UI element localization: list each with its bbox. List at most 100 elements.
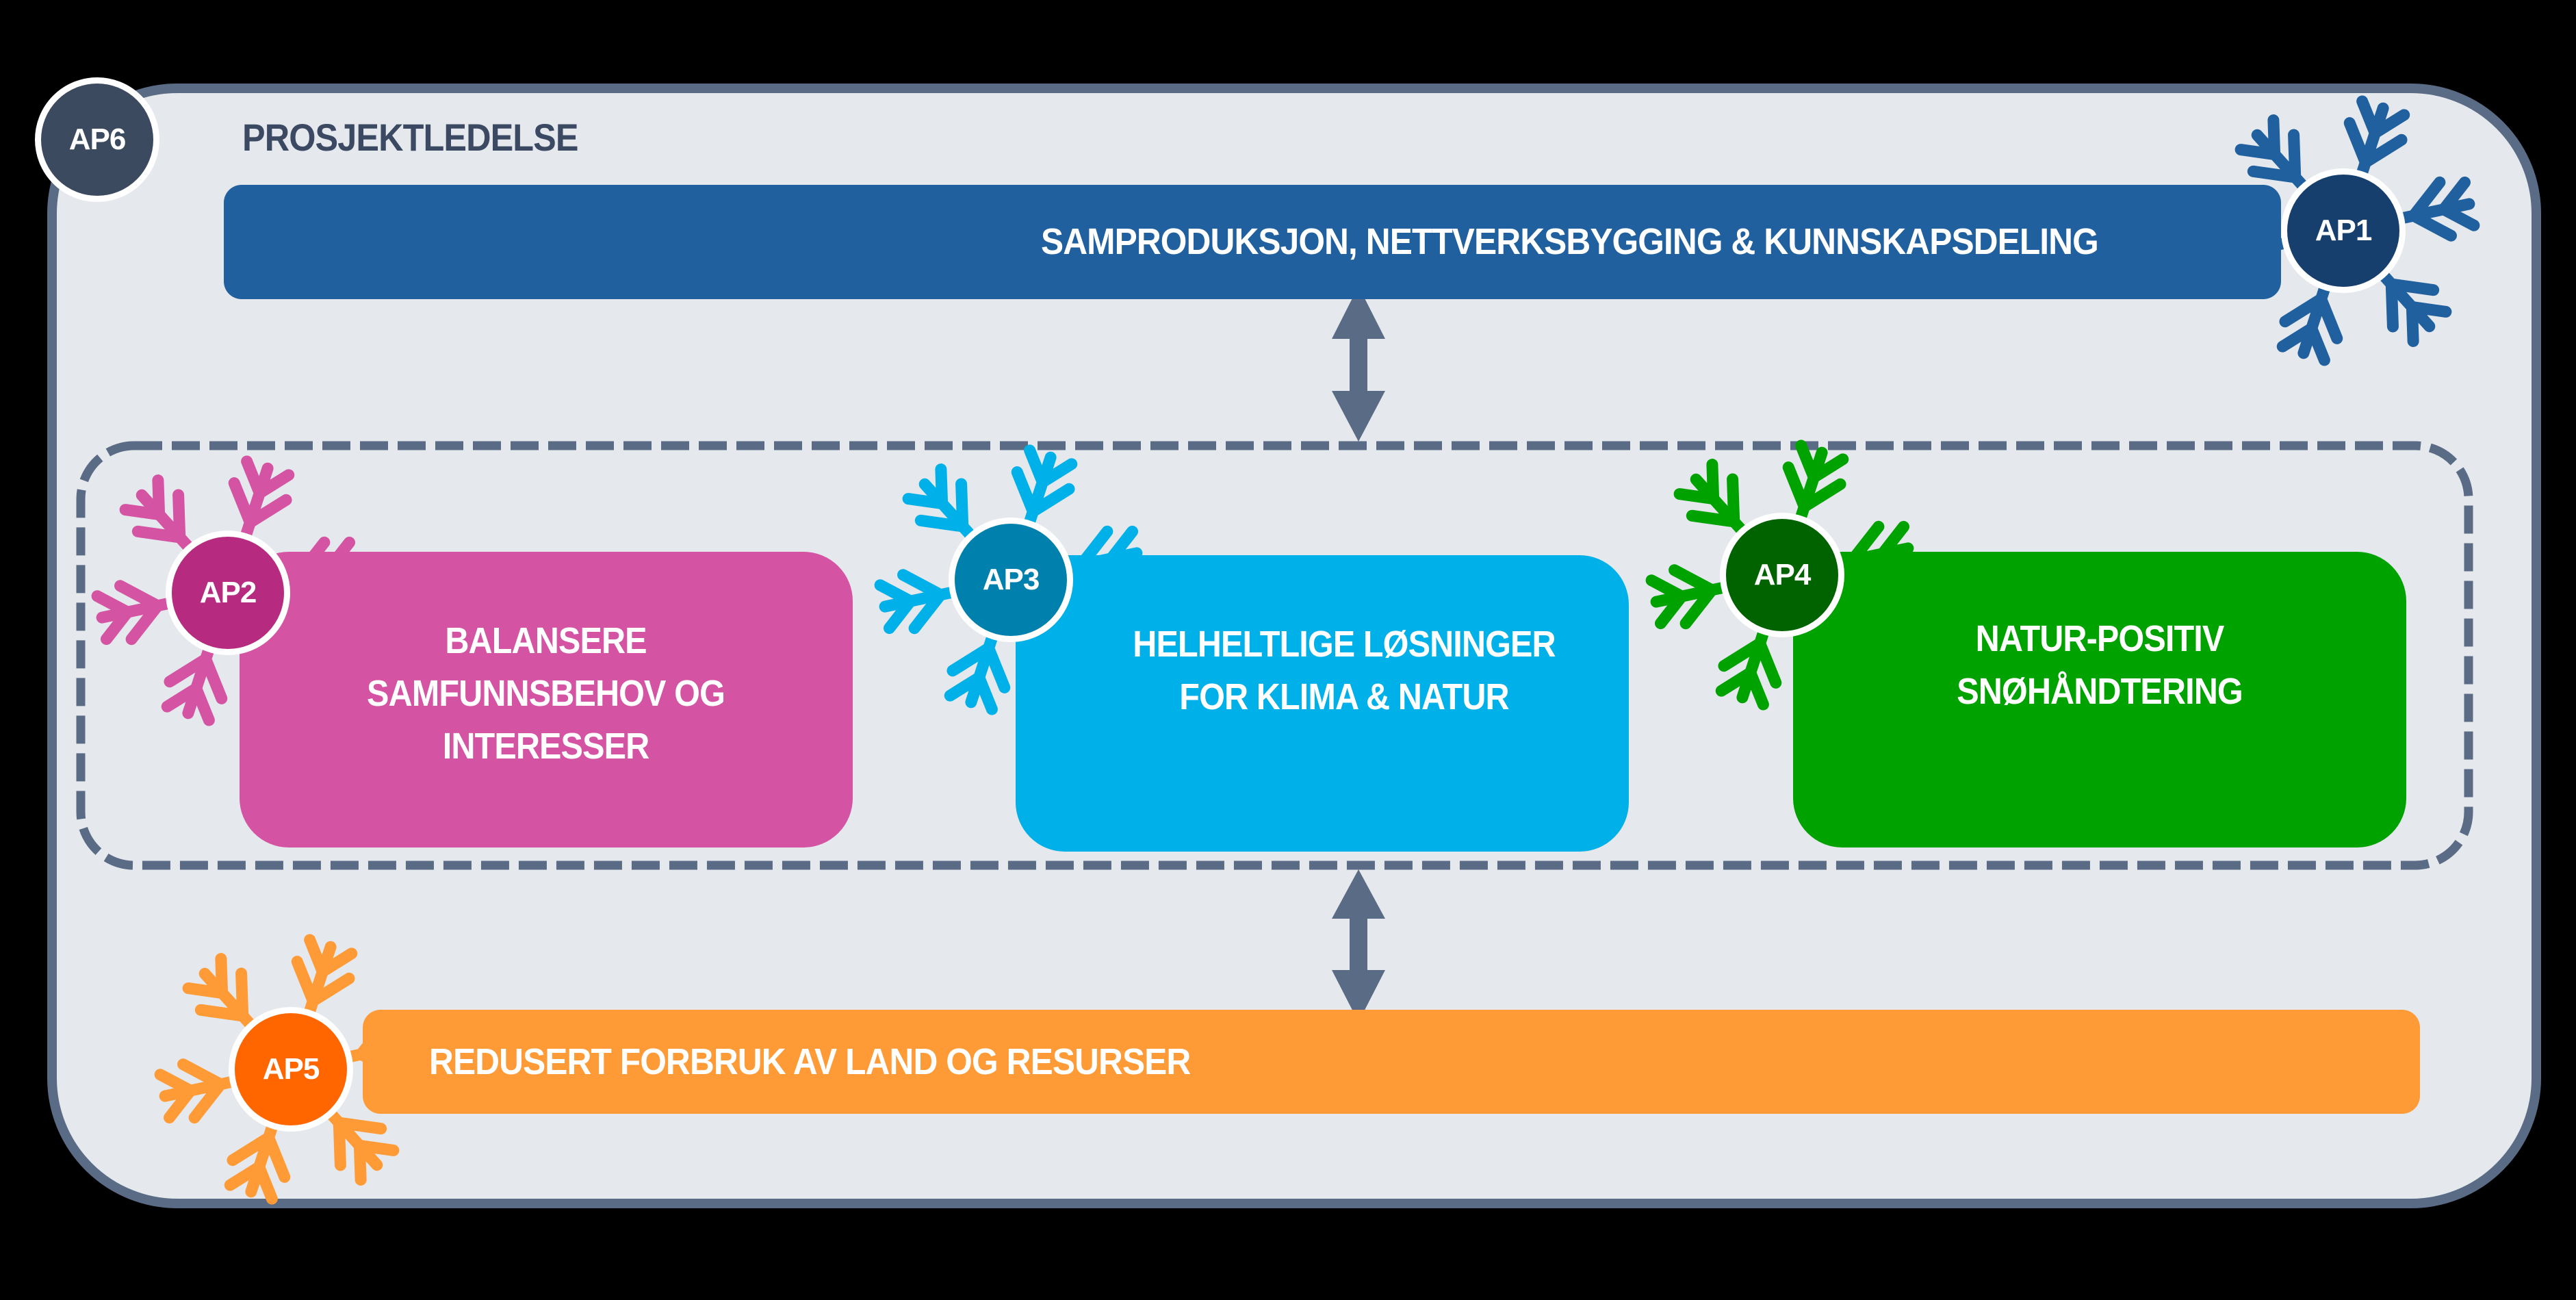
snowflake-stroke [983,642,1011,693]
snowflake-stroke [1754,637,1782,689]
snowflake-stroke [2356,95,2381,139]
snowflake-stroke [908,589,946,635]
snowflake-stroke [973,672,998,715]
snowflake-stroke [2279,293,2328,328]
snowflake-stroke [1744,667,1769,711]
snowflake-stroke [241,455,266,499]
badge-ap4[interactable]: AP4 [1720,513,1844,637]
snowflake-stroke [355,1015,394,1060]
snowflake-stroke [2408,209,2457,242]
snowflake-stroke [1105,525,1139,565]
ap4-label-line: SNØHÅNDTERING [1957,671,2243,712]
snowflake-stroke [2438,176,2471,216]
snowflake-stroke [2343,117,2371,168]
ap3-label-line: HELHELTLIGE LØSNINGER [1133,623,1556,665]
snowflake-stroke [164,653,212,688]
snowflake-stroke [946,642,995,677]
badge-ap1-label: AP1 [2315,214,2373,247]
snowflake-icon [2206,95,2480,366]
work-package-ap3[interactable]: HELHELTLIGE LØSNINGER FOR KLIMA & NATUR [1016,555,1629,852]
badge-ap4-label: AP4 [1753,558,1812,591]
snowflake-stroke [100,606,133,646]
snowflake-stroke [244,494,292,528]
ap3-label: HELHELTLIGE LØSNINGER FOR KLIMA & NATUR [1133,618,1556,724]
snowflake-stroke [194,1004,249,1022]
snowflake-stroke [2406,301,2452,318]
snowflake-stroke [172,489,186,544]
snowflake-stroke [2234,144,2281,161]
snowflake-stroke [190,683,215,726]
snowflake-stroke [1782,461,1810,513]
snowflake-stroke [235,967,249,1022]
snowflake-stroke [955,478,969,533]
snowflake-stroke [227,1132,275,1167]
snowflake-stroke [1027,483,1075,518]
snowflake-stroke [253,1161,278,1205]
snowflake-stroke [2230,220,2279,252]
snowflake-stroke [2385,278,2440,296]
snowflake-stroke [1673,488,1720,505]
snowflake-stroke [2247,165,2302,183]
badge-ap6[interactable]: AP6 [35,77,159,202]
snowflake-stroke [2408,176,2446,222]
page-title: PROSJEKTLEDELSE [242,116,578,159]
badge-ap2[interactable]: AP2 [166,531,290,655]
snowflake-stroke [1798,478,1846,513]
snowflake-stroke [2315,293,2343,344]
snowflake-stroke [119,504,166,521]
ap4-label-line: NATUR-POSITIV [1975,618,2225,659]
snowflake-stroke [1718,637,1766,672]
badge-ap6-label: AP6 [68,123,127,156]
ap2-label: BALANSERE SAMFUNNSBEHOV OG INTERESSER [368,615,726,773]
snowflake-stroke [188,1078,227,1124]
dashed-group-frame [76,441,2473,870]
snowflake-stroke [902,493,949,510]
badge-ap5-label: AP5 [262,1052,320,1086]
badge-ap3[interactable]: AP3 [949,518,1073,642]
ap3-label-line: FOR KLIMA & NATUR [1179,676,1509,717]
snowflake-stroke [333,1117,387,1135]
snowflake-stroke [228,477,256,528]
snowflake-stroke [2385,278,2399,333]
ap1-label: SAMPRODUKSJON, NETTVERKSBYGGING & KUNNSK… [1041,221,2099,262]
snowflake-stroke [2288,129,2302,183]
snowflake-stroke [1795,439,1820,483]
badge-ap2-label: AP2 [199,576,257,609]
snowflake-stroke [1877,520,1910,560]
snowflake-stroke [355,1048,404,1080]
snowflake-stroke [2241,240,2279,285]
badge-ap1[interactable]: AP1 [2281,168,2406,293]
ap2-label-line: INTERESSER [443,725,649,767]
snowflake-stroke [897,569,946,601]
snowflake-stroke [304,934,329,978]
work-package-ap4[interactable]: NATUR-POSITIV SNØHÅNDTERING [1793,552,2406,847]
snowflake-stroke [291,956,319,1007]
snowflake-stroke [2306,322,2330,366]
arrow-ap1-to-group [1332,286,1385,442]
snowflake-stroke [1686,509,1740,528]
snowflake-stroke [307,972,355,1007]
ap2-label-line: BALANSERE [445,620,647,661]
snowflake-stroke [177,1058,227,1091]
snowflake-stroke [1011,466,1039,518]
work-package-ap2[interactable]: BALANSERE SAMFUNNSBEHOV OG INTERESSER [240,552,853,847]
badge-ap5[interactable]: AP5 [229,1007,353,1132]
snowflake-stroke [200,653,228,704]
snowflake-stroke [163,1084,196,1124]
badge-ap3-label: AP3 [982,563,1040,596]
snowflake-stroke [385,1015,419,1054]
work-package-ap5[interactable]: REDUSERT FORBRUK AV LAND OG RESURSER [363,1010,2420,1114]
work-package-ap1[interactable]: SAMPRODUKSJON, NETTVERKSBYGGING & KUNNSK… [224,185,2281,299]
ap5-label: REDUSERT FORBRUK AV LAND OG RESURSER [429,1041,1191,1082]
snowflake-stroke [1024,444,1048,488]
ap4-label: NATUR-POSITIV SNØHÅNDTERING [1957,613,2243,718]
snowflake-stroke [1654,590,1688,630]
snowflake-stroke [353,1139,400,1156]
snowflake-stroke [131,525,186,544]
snowflake-stroke [1669,564,1718,596]
snowflake-stroke [2215,246,2249,285]
snowflake-stroke [263,1132,291,1183]
snowflake-stroke [1727,473,1740,528]
